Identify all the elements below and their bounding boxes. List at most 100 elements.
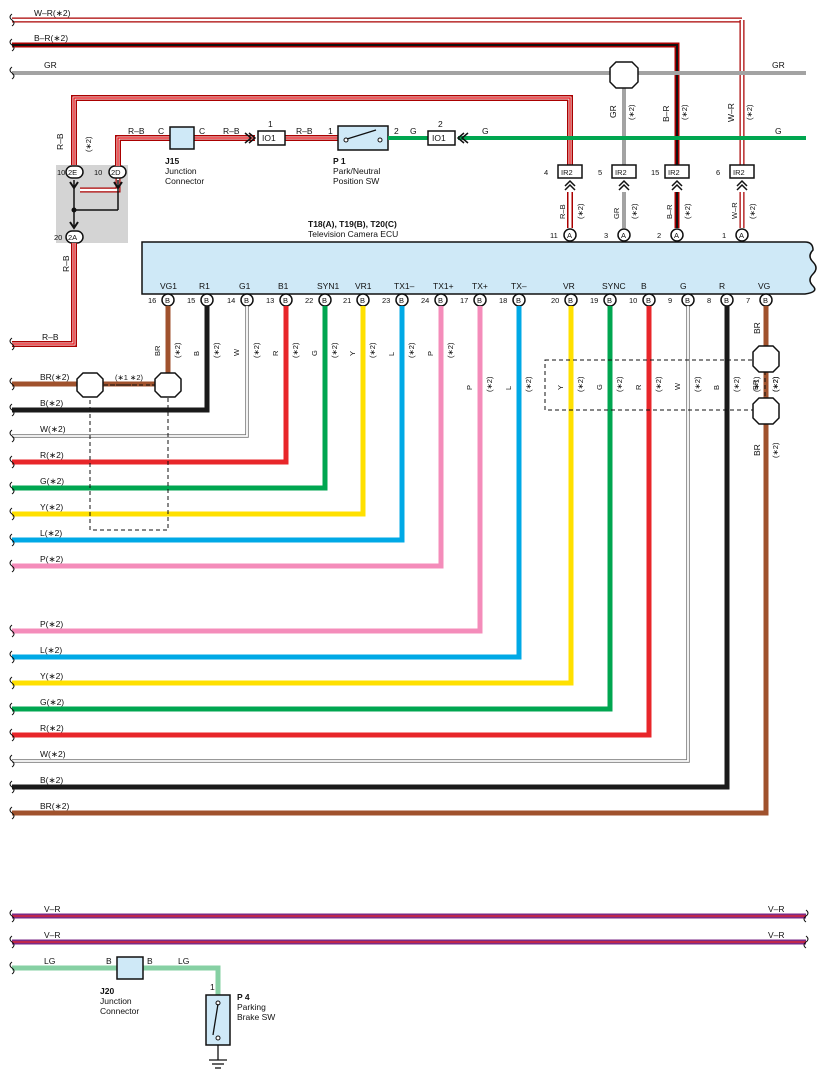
break-mark-l1-3 xyxy=(9,455,15,469)
ecu-bottom-pinnum-15: 7 xyxy=(746,296,750,305)
wire-left2-1 xyxy=(12,306,522,660)
p1-pin1: 1 xyxy=(328,126,333,136)
wire-vstar-3: (∗2) xyxy=(291,342,300,358)
right-br-top: BR xyxy=(752,322,762,334)
wire-vstar2-6: (∗2) xyxy=(732,376,741,392)
ecu-bottom-pins: VG1B16R1B15G1B14B1B13SYN1B22VR1B21TX1–B2… xyxy=(148,281,773,307)
io1-a-wire: R–B xyxy=(296,126,313,136)
ecu-bottom-pinnum-12: 10 xyxy=(629,296,637,305)
wire-left2-3 xyxy=(12,306,613,712)
wire-left-label-2: W(∗2) xyxy=(40,424,66,434)
ir2-connector-2 xyxy=(664,164,690,179)
ecu-bottom-pinnum-7: 24 xyxy=(421,296,429,305)
wire-vlabel2-2: Y xyxy=(556,385,565,390)
ecu-sig-15: VG xyxy=(758,281,770,291)
j15-wire-left: R–B xyxy=(128,126,145,136)
ecu-sig-11: SYNC xyxy=(602,281,626,291)
ecu-sig-4: SYN1 xyxy=(317,281,339,291)
wire-vlabel2-1: L xyxy=(504,386,513,390)
vr1-right: V–R xyxy=(768,904,785,914)
wire-label-b-r: B–R(∗2) xyxy=(34,33,68,43)
ir2-star-3: (∗2) xyxy=(748,203,757,219)
conn-2a-pin: 20 xyxy=(54,233,62,242)
break-marks-top xyxy=(9,13,15,80)
j20-pin-right: B xyxy=(147,956,153,966)
wire-g-p1: G G G xyxy=(388,126,806,140)
ecu-bottom-conn-5: B xyxy=(360,296,365,305)
wire-left2-label-1: L(∗2) xyxy=(40,645,62,655)
ecu-bottom-conn-15: B xyxy=(763,296,768,305)
ecu-wires: BR(∗2)BR(∗2)B(∗2)B(∗2)W(∗2)W(∗2)R(∗2)R(∗… xyxy=(9,306,780,820)
break-mark-l2-6 xyxy=(9,780,15,794)
wire-vstar2-2: (∗2) xyxy=(576,376,585,392)
j20-desc2: Connector xyxy=(100,1006,139,1016)
ecu-top-pinnum-3: 1 xyxy=(722,231,726,240)
shield-note-left: (∗1 ∗2) xyxy=(115,373,143,382)
ecu-sig-2: G1 xyxy=(239,281,251,291)
wire-left2-0 xyxy=(12,306,483,634)
shield-note-right-star2: (∗2) xyxy=(771,376,780,392)
j20-pin-left: B xyxy=(106,956,112,966)
wire-left2-5 xyxy=(12,306,689,762)
ecu-bottom-conn-12: B xyxy=(646,296,651,305)
p4-id: P 4 xyxy=(237,992,250,1002)
wire-vlabel-5: Y xyxy=(348,351,357,356)
ir2-pin-0: 4 xyxy=(544,168,548,177)
break-mark-l1-2 xyxy=(9,429,15,443)
wire-r-b-down: R–B R–B xyxy=(9,243,77,351)
wire-w-r-top: W–R (∗2) xyxy=(12,8,745,168)
ecu-bottom-conn-11: B xyxy=(607,296,612,305)
break-mark-l2-2 xyxy=(9,676,15,690)
j15-desc1: Junction xyxy=(165,166,197,176)
ecu-bottom-pinnum-8: 17 xyxy=(460,296,468,305)
wire-left-5 xyxy=(12,306,366,517)
ir2-name-3: IR2 xyxy=(733,168,745,177)
ir2-connector-1 xyxy=(611,164,637,179)
shield-note-right: (∗1) xyxy=(752,376,761,392)
ir2-star-2: (∗2) xyxy=(683,203,692,219)
wire-left-6 xyxy=(12,306,405,543)
conn-2d-pin: 10 xyxy=(94,168,102,177)
wire-left-1 xyxy=(12,306,210,413)
p4-parking-brake-switch: 1 P 4 Parking Brake SW xyxy=(205,982,275,1069)
vr2-right: V–R xyxy=(768,930,785,940)
ir2-wirelabel-3: W–R xyxy=(730,202,739,219)
wire-left2-label-6: B(∗2) xyxy=(40,775,63,785)
label-wr-vert: W–R xyxy=(726,103,736,122)
wire-label-r-b-mid: R–B xyxy=(61,255,71,272)
lg-left: LG xyxy=(44,956,55,966)
j20-desc1: Junction xyxy=(100,996,132,1006)
wire-vstar-0: (∗2) xyxy=(173,342,182,358)
wire-left-label-0: BR(∗2) xyxy=(40,372,69,382)
p1-wire-out: G xyxy=(410,126,417,136)
wire-left-label-7: P(∗2) xyxy=(40,554,63,564)
label-gr-star: (∗2) xyxy=(627,104,636,120)
wire-vstar-6: (∗2) xyxy=(407,342,416,358)
lg-right: LG xyxy=(178,956,189,966)
j20-connector: B B J20 Junction Connector xyxy=(100,956,153,1016)
wire-vlabel-2: W xyxy=(232,348,241,356)
p4-desc1: Parking xyxy=(237,1002,266,1012)
wire-vlabel2-3: G xyxy=(595,384,604,390)
ir2-name-2: IR2 xyxy=(668,168,680,177)
wire-vlabel-7: P xyxy=(426,351,435,356)
wire-left2-label-2: Y(∗2) xyxy=(40,671,63,681)
wire-vlabel2-7: BR xyxy=(751,379,760,390)
ecu-top-pin-2 xyxy=(670,228,684,242)
upper-vertical-labels: GR (∗2) B–R (∗2) W–R (∗2) xyxy=(608,103,754,122)
wire-vstar-4: (∗2) xyxy=(330,342,339,358)
ir2-wirelabel-0: R–B xyxy=(558,204,567,219)
wire-left2-label-0: P(∗2) xyxy=(40,619,63,629)
ecu-bottom-conn-2: B xyxy=(244,296,249,305)
ecu-bottom-conn-8: B xyxy=(477,296,482,305)
right-br-bottom: BR xyxy=(752,444,762,456)
ir2-arrow-1 xyxy=(618,179,630,191)
p1-desc1: Park/Neutral xyxy=(333,166,380,176)
wire-vstar-5: (∗2) xyxy=(368,342,377,358)
ir2-pin-3: 6 xyxy=(716,168,720,177)
right-br-star: (∗2) xyxy=(771,442,780,458)
wire-vlabel2-0: P xyxy=(465,385,474,390)
wire-left2-label-5: W(∗2) xyxy=(40,749,66,759)
io1-a-pin: 1 xyxy=(268,119,273,129)
